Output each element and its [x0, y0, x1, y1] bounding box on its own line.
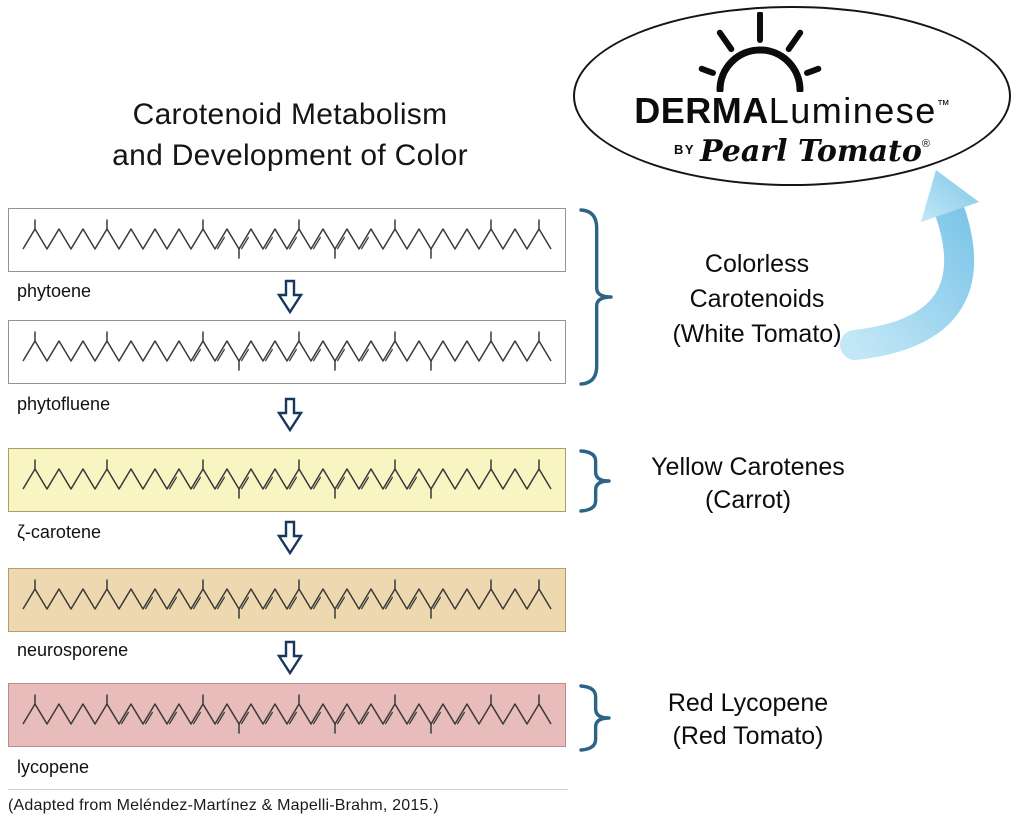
- down-arrow-icon: [276, 640, 304, 676]
- group-label-line: (Carrot): [704, 486, 792, 514]
- group-label-line: Colorless: [704, 250, 810, 278]
- group-label-line: Carotenoids: [689, 285, 825, 313]
- compound-box-zeta-carotene: [8, 448, 566, 512]
- curved-arrow-icon: [840, 170, 979, 360]
- diagram-title-line2: and Development of Color: [112, 139, 468, 172]
- molecule-structure: [22, 331, 552, 371]
- group-label-line: (White Tomato): [672, 320, 842, 348]
- group-label-colorless: Colorless Carotenoids (White Tomato): [617, 247, 897, 352]
- down-arrow-icon: [276, 279, 304, 315]
- compound-box-neurosporene: [8, 568, 566, 632]
- down-arrow-icon: [276, 397, 304, 433]
- brand-by-line: BY Pearl Tomato®: [585, 134, 1019, 169]
- trademark-symbol: ™: [936, 97, 950, 112]
- brand-name-light: Luminese: [768, 90, 937, 131]
- group-label-yellow: Yellow Carotenes (Carrot): [606, 451, 890, 517]
- compound-box-lycopene: [8, 683, 566, 747]
- group-brace-red: [579, 684, 611, 752]
- brand-script-name: Pearl Tomato: [700, 134, 922, 169]
- compound-label-phytoene: phytoene: [17, 281, 92, 301]
- compound-label-lycopene: lycopene: [17, 757, 90, 777]
- down-arrow-icon: [276, 520, 304, 556]
- compound-label-phytofluene: phytofluene: [17, 394, 111, 414]
- sun-icon: [698, 12, 822, 92]
- molecule-structure: [22, 219, 552, 259]
- citation-text: (Adapted from Meléndez-Martínez & Mapell…: [8, 797, 439, 814]
- divider-line: [8, 789, 568, 790]
- group-label-red: Red Lycopene (Red Tomato): [606, 687, 890, 753]
- molecule-structure: [22, 694, 552, 734]
- compound-label-neurosporene: neurosporene: [17, 640, 129, 660]
- brand-name: DERMALuminese™: [575, 90, 1009, 132]
- diagram-title-line1: Carotenoid Metabolism: [132, 98, 448, 131]
- group-label-line: Red Lycopene: [667, 689, 829, 717]
- compound-box-phytoene: [8, 208, 566, 272]
- group-brace-yellow: [579, 449, 611, 513]
- diagram-title: Carotenoid Metabolism and Development of…: [28, 94, 552, 176]
- group-brace-colorless: [579, 208, 613, 386]
- by-label: BY: [673, 142, 696, 157]
- brand-name-bold: DERMA: [634, 90, 769, 131]
- brand-logo: DERMALuminese™ BY Pearl Tomato®: [573, 6, 1011, 186]
- molecule-structure: [22, 459, 552, 499]
- group-label-line: (Red Tomato): [672, 722, 824, 750]
- molecule-structure: [22, 579, 552, 619]
- compound-box-phytofluene: [8, 320, 566, 384]
- group-label-line: Yellow Carotenes: [651, 453, 845, 481]
- compound-label-zeta-carotene: ζ-carotene: [17, 522, 101, 542]
- registered-symbol: ®: [921, 138, 931, 150]
